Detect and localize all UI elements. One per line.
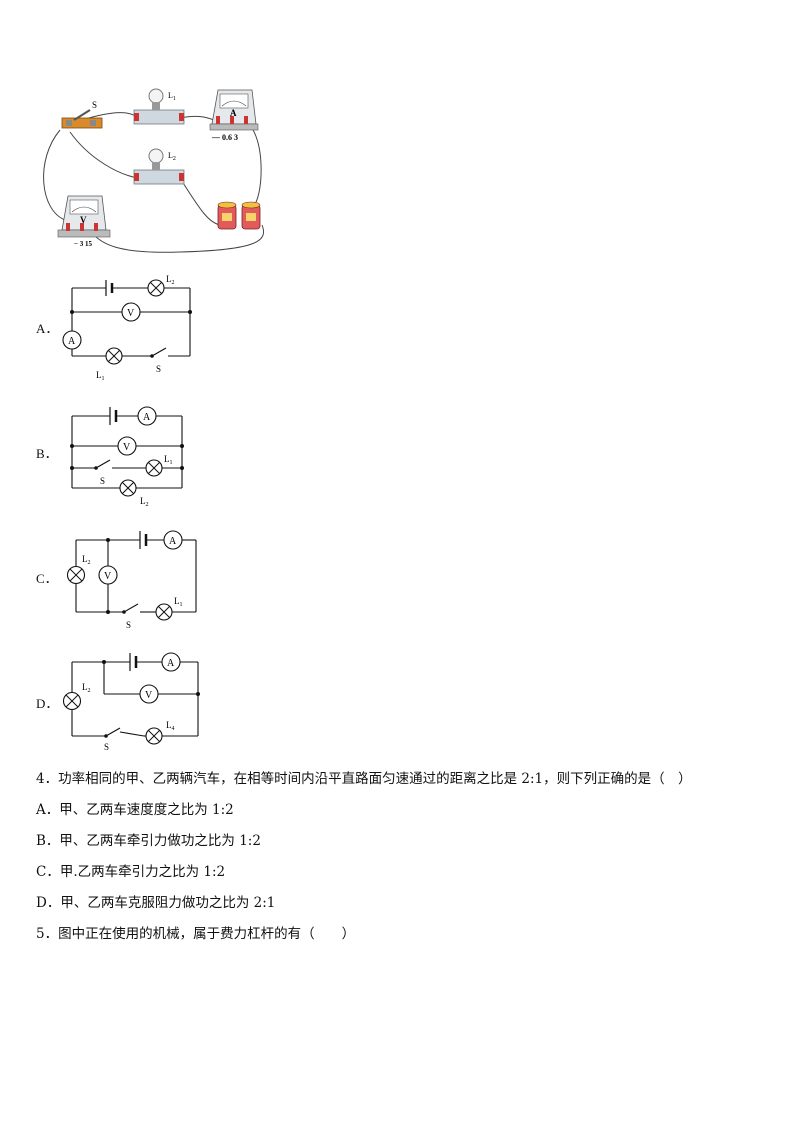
svg-text:L1: L1 (164, 454, 173, 466)
ammeter-symbol (62, 330, 82, 350)
svg-text:L1: L1 (168, 91, 176, 102)
svg-text:L2: L2 (82, 554, 91, 566)
lamp-l2 (66, 565, 86, 585)
lamp-l1 (105, 347, 123, 365)
switch-photo-label: S (92, 100, 97, 110)
question-4-stem: 4．功率相同的甲、乙两辆汽车，在相等时间内沿平直路面匀速通过的距离之比是 2:1… (36, 771, 692, 787)
svg-text:S: S (126, 620, 131, 630)
option-a-label[interactable]: A． (36, 321, 59, 336)
svg-text:S: S (100, 476, 105, 486)
battery-photo (217, 201, 261, 230)
svg-text:A: A (169, 536, 177, 547)
svg-text:− 3 15: − 3 15 (74, 240, 92, 248)
voltmeter-symbol (139, 684, 159, 704)
svg-text:L2: L2 (82, 682, 91, 694)
option-b-label[interactable]: B． (36, 446, 58, 461)
switch-photo: S (61, 100, 103, 129)
svg-text:A: A (143, 412, 151, 423)
circuit-option-c[interactable]: A L2 V S L1 (60, 526, 205, 636)
lamp-l1-photo: L1 (133, 88, 185, 125)
svg-text:A: A (230, 108, 237, 118)
voltmeter-photo: V − 3 15 (57, 195, 111, 248)
question-4-option-a[interactable]: A．甲、乙两车速度度之比为 1:2 (36, 802, 234, 818)
svg-text:L1: L1 (96, 370, 105, 382)
lamp-l2 (62, 691, 82, 711)
option-c-label[interactable]: C． (36, 571, 58, 586)
question-5-stem: 5．图中正在使用的机械，属于费力杠杆的有（ ） (36, 926, 356, 942)
option-d-label[interactable]: D． (36, 696, 59, 711)
circuit-option-d[interactable]: A V L2 S L4 (60, 648, 210, 752)
svg-text:— 0.6 3: — 0.6 3 (211, 133, 238, 142)
lamp-l2-photo: L2 (133, 148, 185, 185)
question-4-option-c[interactable]: C．甲.乙两车牵引力之比为 1:2 (36, 864, 226, 880)
voltmeter-symbol (98, 565, 118, 585)
lamp-l2 (119, 479, 137, 497)
circuit-option-b[interactable]: A V S L1 L2 (60, 398, 200, 510)
lamp-l1 (155, 603, 173, 621)
svg-text:L2: L2 (140, 496, 149, 508)
svg-text:S: S (104, 742, 109, 752)
question-4-option-b[interactable]: B．甲、乙两车牵引力做功之比为 1:2 (36, 833, 261, 849)
svg-text:A: A (167, 658, 175, 669)
ammeter-symbol (137, 406, 157, 426)
lamp-l2 (147, 279, 165, 297)
ammeter-symbol (161, 652, 181, 672)
svg-text:S: S (156, 364, 161, 374)
svg-text:V: V (127, 308, 135, 319)
svg-text:V: V (145, 690, 153, 701)
circuit-option-a[interactable]: L2 V A L1 S (60, 272, 200, 384)
question-4-option-d[interactable]: D．甲、乙两车克服阻力做功之比为 2:1 (36, 895, 276, 911)
svg-text:V: V (123, 442, 131, 453)
ammeter-symbol (163, 530, 183, 550)
svg-text:L1: L1 (174, 596, 183, 608)
svg-text:L2: L2 (168, 151, 176, 162)
voltmeter-symbol (117, 436, 137, 456)
ammeter-photo: A — 0.6 3 (209, 89, 259, 142)
voltmeter-symbol (121, 302, 141, 322)
svg-text:A: A (68, 336, 76, 347)
lamp-l1 (145, 727, 163, 745)
svg-text:V: V (104, 571, 112, 582)
svg-text:L2: L2 (166, 274, 175, 286)
svg-text:V: V (80, 215, 87, 225)
circuit-photo: S L1 L2 A — 0.6 3 (43, 88, 265, 253)
svg-text:L4: L4 (166, 720, 175, 732)
lamp-l1 (145, 459, 163, 477)
